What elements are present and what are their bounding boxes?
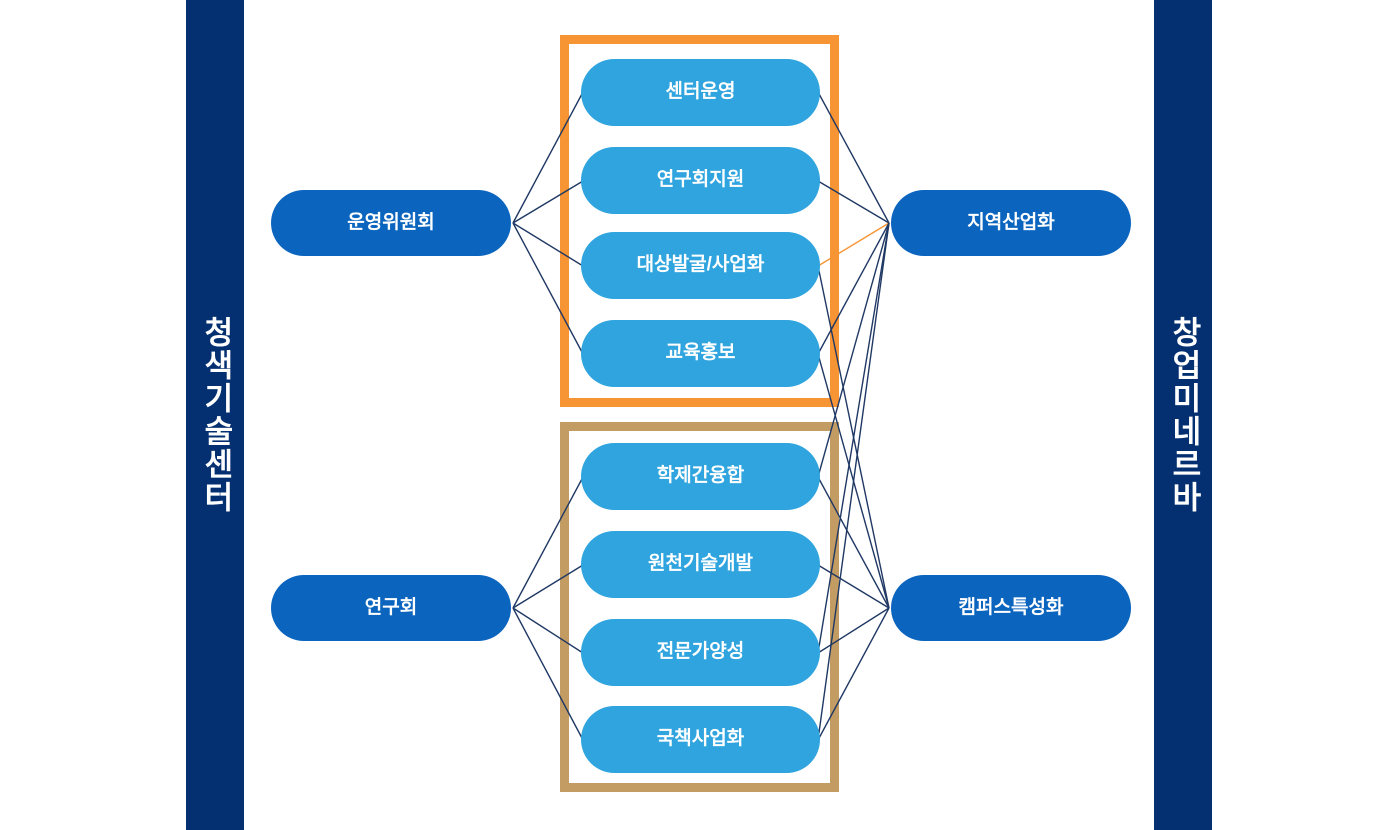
node-label: 지역산업화 <box>967 211 1055 233</box>
node-research-society[interactable]: 연구회 <box>271 575 511 641</box>
sidebar-left-label: 청색기술센터 <box>198 316 234 514</box>
node-education-pr[interactable]: 교육홍보 <box>581 320 820 387</box>
node-regional-industrialization[interactable]: 지역산업화 <box>891 190 1131 256</box>
node-label: 연구회지원 <box>656 169 745 191</box>
node-label: 연구회 <box>364 596 418 618</box>
sidebar-left-cheongsaek-tech-center: 청색기술센터 <box>186 0 244 830</box>
node-center-operation[interactable]: 센터운영 <box>581 59 820 126</box>
node-national-project-commercialization[interactable]: 국책사업화 <box>581 706 820 773</box>
sidebar-right-startup-minerva: 창업미네르바 <box>1154 0 1212 830</box>
node-label: 전문가양성 <box>656 641 745 663</box>
node-label: 운영위원회 <box>347 211 435 233</box>
node-campus-specialization[interactable]: 캠퍼스특성화 <box>891 575 1131 641</box>
node-steering-committee[interactable]: 운영위원회 <box>271 190 511 256</box>
node-interdisciplinary-convergence[interactable]: 학제간융합 <box>581 443 820 510</box>
node-label: 학제간융합 <box>656 465 745 487</box>
node-label: 국책사업화 <box>656 728 745 750</box>
node-research-society-support[interactable]: 연구회지원 <box>581 147 820 214</box>
node-label: 캠퍼스특성화 <box>958 596 1064 618</box>
node-label: 원천기술개발 <box>648 553 753 575</box>
node-label: 대상발굴/사업화 <box>636 254 765 276</box>
node-target-discovery-commercialization[interactable]: 대상발굴/사업화 <box>581 232 820 299</box>
node-label: 교육홍보 <box>665 342 736 364</box>
node-core-technology-development[interactable]: 원천기술개발 <box>581 531 820 598</box>
node-label: 센터운영 <box>665 81 736 103</box>
node-expert-training[interactable]: 전문가양성 <box>581 619 820 686</box>
sidebar-right-label: 창업미네르바 <box>1166 316 1202 514</box>
